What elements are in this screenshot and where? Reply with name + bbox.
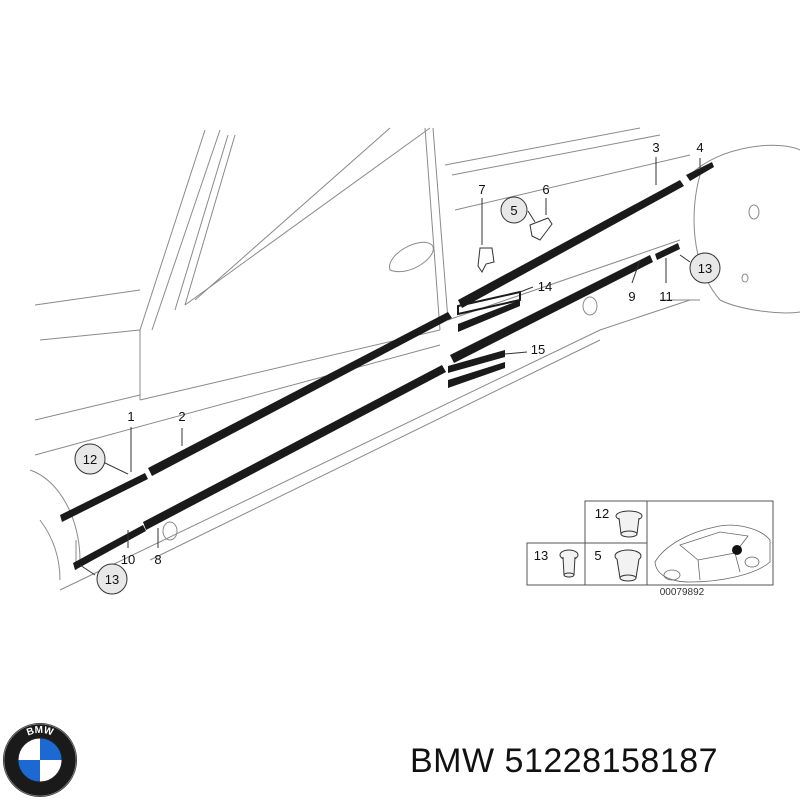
callout-13-rear: 13 xyxy=(698,261,712,276)
inset-label-12: 12 xyxy=(595,506,609,521)
bmw-logo: BMW xyxy=(3,723,77,797)
inset-reference-code: 00079892 xyxy=(660,587,705,598)
callout-11: 11 xyxy=(659,289,673,304)
moulding-15-trim xyxy=(448,350,505,373)
callout-8: 8 xyxy=(154,552,161,567)
moulding-11-rear-end xyxy=(655,243,680,260)
callout-9: 9 xyxy=(628,289,635,304)
moulding-1-front-fender xyxy=(60,473,148,522)
callout-1: 1 xyxy=(127,409,134,424)
callouts: 1 2 3 4 6 7 14 9 11 15 10 8 5 12 13 13 xyxy=(74,140,721,595)
inset-clip-5 xyxy=(614,549,642,582)
moulding-4-rear-quarter xyxy=(686,162,714,181)
moulding-strips xyxy=(60,162,714,570)
callout-3: 3 xyxy=(652,140,659,155)
callout-13-front: 13 xyxy=(105,572,119,587)
clip-7 xyxy=(477,247,495,273)
callout-7: 7 xyxy=(478,182,485,197)
moulding-3-rear-door xyxy=(458,180,684,308)
caption-brand: BMW xyxy=(410,742,495,780)
moulding-14-trim-b xyxy=(458,300,520,332)
moulding-15-trim-b xyxy=(448,362,505,388)
part-caption: BMW 51228158187 xyxy=(410,742,718,781)
callout-14: 14 xyxy=(538,279,552,294)
clip-6 xyxy=(529,217,553,241)
inset-panel: 12 13 5 00079892 xyxy=(526,500,774,598)
moulding-9-lower-rear xyxy=(450,255,653,363)
leader-lines xyxy=(79,157,701,576)
callout-12: 12 xyxy=(83,452,97,467)
inset-clip-12 xyxy=(615,510,643,538)
moulding-8-lower-front xyxy=(143,365,446,530)
callout-6: 6 xyxy=(542,182,549,197)
inset-label-13: 13 xyxy=(534,548,548,563)
moulding-2-front-door xyxy=(148,312,452,476)
callout-5: 5 xyxy=(510,203,517,218)
logo-text: BMW xyxy=(25,725,55,739)
clips-group xyxy=(477,217,553,273)
callout-15: 15 xyxy=(531,342,545,357)
callout-4: 4 xyxy=(696,140,703,155)
inset-clip-13 xyxy=(559,549,579,578)
callout-2: 2 xyxy=(178,409,185,424)
callout-10: 10 xyxy=(121,552,135,567)
inset-car-sketch xyxy=(654,524,771,583)
svg-text:BMW: BMW xyxy=(25,725,55,739)
caption-part-number: 51228158187 xyxy=(504,742,719,780)
inset-label-5: 5 xyxy=(594,548,601,563)
